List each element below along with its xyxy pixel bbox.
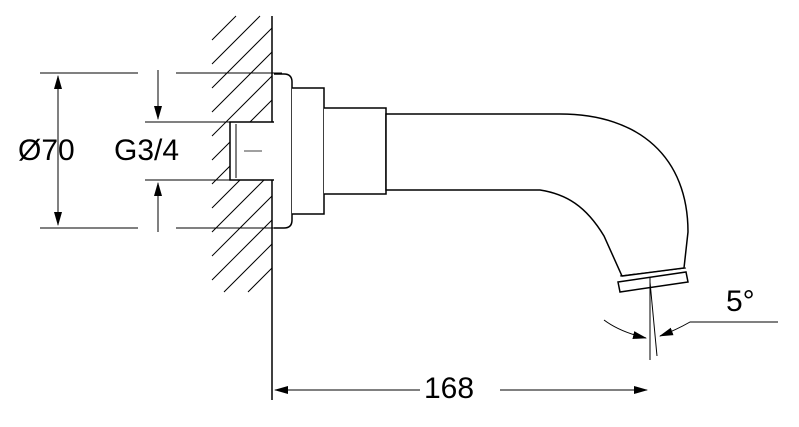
spout-body [385, 113, 689, 277]
spout-neck [324, 107, 387, 195]
aerator [617, 271, 689, 293]
angle-arrow-right [659, 321, 700, 337]
rosette-ring [292, 87, 325, 215]
angle-label: 5° [726, 285, 755, 318]
outlet-angled-line [649, 281, 658, 357]
aerator-divider [619, 267, 687, 277]
thread-size-label: G3/4 [114, 134, 180, 167]
rosette [274, 73, 293, 229]
projection-label: 168 [424, 372, 475, 405]
diameter-label: Ø70 [18, 134, 75, 167]
angle-arrow-left [603, 319, 647, 339]
extension-lines [40, 72, 282, 229]
